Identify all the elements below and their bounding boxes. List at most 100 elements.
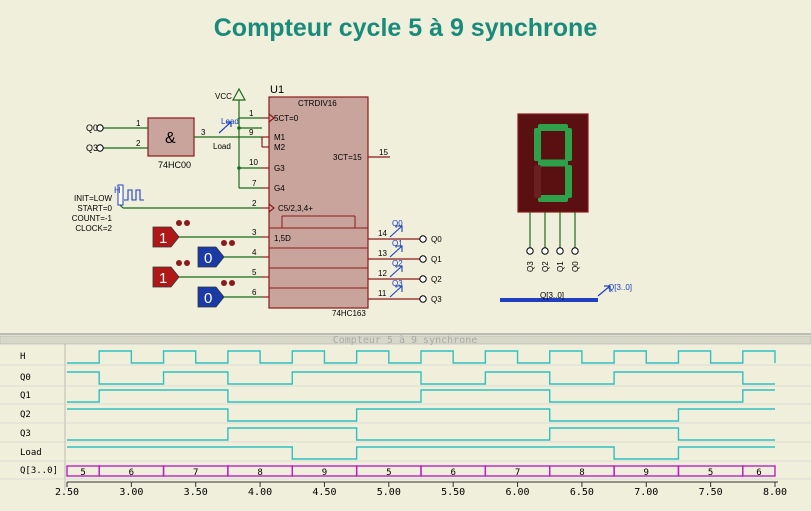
segment-f: [534, 128, 541, 161]
segment-a: [538, 124, 568, 131]
bus-value: 6: [450, 468, 455, 478]
seven-segment-display[interactable]: [517, 113, 589, 255]
input-label-q0: Q0: [86, 123, 98, 133]
output-terminal[interactable]: [419, 295, 427, 303]
trace-load: [67, 446, 775, 460]
nand-pin-2: 2: [136, 139, 141, 148]
nand-part-label: 74HC00: [158, 160, 191, 170]
u1-pin-number: 3: [252, 228, 257, 237]
u1-pin-number: 12: [378, 269, 387, 278]
timing-signal-label: Load: [20, 448, 42, 458]
input-label-q3: Q3: [86, 143, 98, 153]
logic-state-box[interactable]: [197, 286, 225, 308]
u1-pin-number: 6: [252, 288, 257, 297]
input-terminal-q0[interactable]: [96, 124, 104, 132]
u1-part: 74HC163: [332, 309, 366, 318]
output-label: Q3: [431, 295, 442, 304]
output-probe-label: Q1: [392, 239, 403, 248]
input-terminal-q3[interactable]: [96, 144, 104, 152]
output-terminal[interactable]: [419, 255, 427, 263]
state-dot: [176, 220, 182, 226]
load-probe-label: Load: [221, 117, 239, 126]
bus-value: 8: [579, 468, 584, 478]
time-tick-label: 6.00: [505, 487, 529, 498]
timing-diagram[interactable]: [0, 332, 811, 511]
u1-pin-label: 3CT=15: [333, 153, 362, 162]
timing-signal-label: Q1: [20, 391, 31, 401]
output-terminal[interactable]: [419, 275, 427, 283]
trace-q2: [67, 408, 775, 422]
time-tick-label: 3.50: [184, 487, 208, 498]
u1-pin-number: 14: [378, 229, 387, 238]
output-probe-icon[interactable]: [389, 285, 403, 298]
logic-state-0[interactable]: 0: [197, 240, 235, 268]
u1-pin-label: G4: [274, 184, 285, 193]
logic-state-0[interactable]: 0: [197, 280, 235, 308]
logic-state-1[interactable]: 1: [152, 220, 190, 248]
logic-state-value: 1: [159, 230, 167, 247]
u1-pin-number: 5: [252, 268, 257, 277]
segment-c: [565, 165, 572, 198]
timing-signal-label: H: [20, 352, 25, 362]
bus-value: 9: [644, 468, 649, 478]
output-probe-icon[interactable]: [389, 245, 403, 258]
logic-state-value: 0: [204, 250, 212, 267]
timing-signal-label: Q[3..0]: [20, 466, 58, 476]
time-tick-label: 3.00: [119, 487, 143, 498]
bus-value: 6: [756, 468, 761, 478]
output-probe-label: Q0: [392, 219, 403, 228]
segment-b: [565, 128, 572, 161]
display-pin-label: Q1: [556, 261, 565, 272]
timing-signal-label: Q3: [20, 429, 31, 439]
output-probe-icon[interactable]: [389, 225, 403, 238]
u1-ref: U1: [270, 84, 284, 96]
u1-pin-label: C5/2,3,4+: [278, 204, 313, 213]
u1-pin-number: 9: [249, 128, 254, 137]
u1-pin-label: M1: [274, 133, 286, 142]
state-dot: [221, 240, 227, 246]
output-label: Q2: [431, 275, 442, 284]
logic-state-value: 0: [204, 290, 212, 307]
nand-gate[interactable]: & 74HC00: [147, 117, 195, 170]
bus-value: 5: [80, 468, 85, 478]
display-pin-label: Q0: [571, 261, 580, 272]
logic-state-box[interactable]: [152, 226, 180, 248]
u1-pin-number: 10: [249, 158, 258, 167]
u1-pin-number: 15: [379, 148, 388, 157]
load-probe-icon[interactable]: [218, 121, 232, 134]
output-probe-label: Q2: [392, 259, 403, 268]
time-tick-label: 5.00: [377, 487, 401, 498]
time-tick-label: 8.00: [763, 487, 787, 498]
time-tick-label: 5.50: [441, 487, 465, 498]
u1-pin-number: 2: [252, 199, 257, 208]
nand-pin-3: 3: [201, 128, 206, 137]
display-pin-label: Q3: [526, 261, 535, 272]
clock-symbol-label: H: [114, 185, 121, 195]
vcc-symbol: [231, 87, 262, 189]
nand-wires: [103, 127, 262, 149]
timing-signal-label: Q0: [20, 373, 31, 383]
bus-value: 9: [322, 468, 327, 478]
output-probe-icon[interactable]: [389, 265, 403, 278]
clock-property: START=0: [77, 204, 112, 213]
u1-pin-label: 5CT=0: [274, 114, 299, 123]
trace-clock: [67, 350, 776, 364]
clock-generator[interactable]: [117, 184, 262, 209]
state-dot: [221, 280, 227, 286]
logic-state-value: 1: [159, 270, 167, 287]
display-pin-wires: [529, 212, 576, 248]
u1-pin-number: 4: [252, 248, 257, 257]
bus-probe-icon[interactable]: [597, 285, 611, 297]
state-dot: [176, 260, 182, 266]
logic-state-1[interactable]: 1: [152, 260, 190, 288]
bus-value: 7: [193, 468, 198, 478]
u1-counter-chip[interactable]: [268, 96, 369, 309]
state-dot: [184, 220, 190, 226]
output-terminal[interactable]: [419, 235, 427, 243]
u1-pin-number: 1: [249, 109, 254, 118]
time-tick-label: 6.50: [570, 487, 594, 498]
timing-title: Compteur 5 à 9 synchrone: [333, 334, 478, 346]
logic-state-box[interactable]: [197, 246, 225, 268]
logic-state-box[interactable]: [152, 266, 180, 288]
